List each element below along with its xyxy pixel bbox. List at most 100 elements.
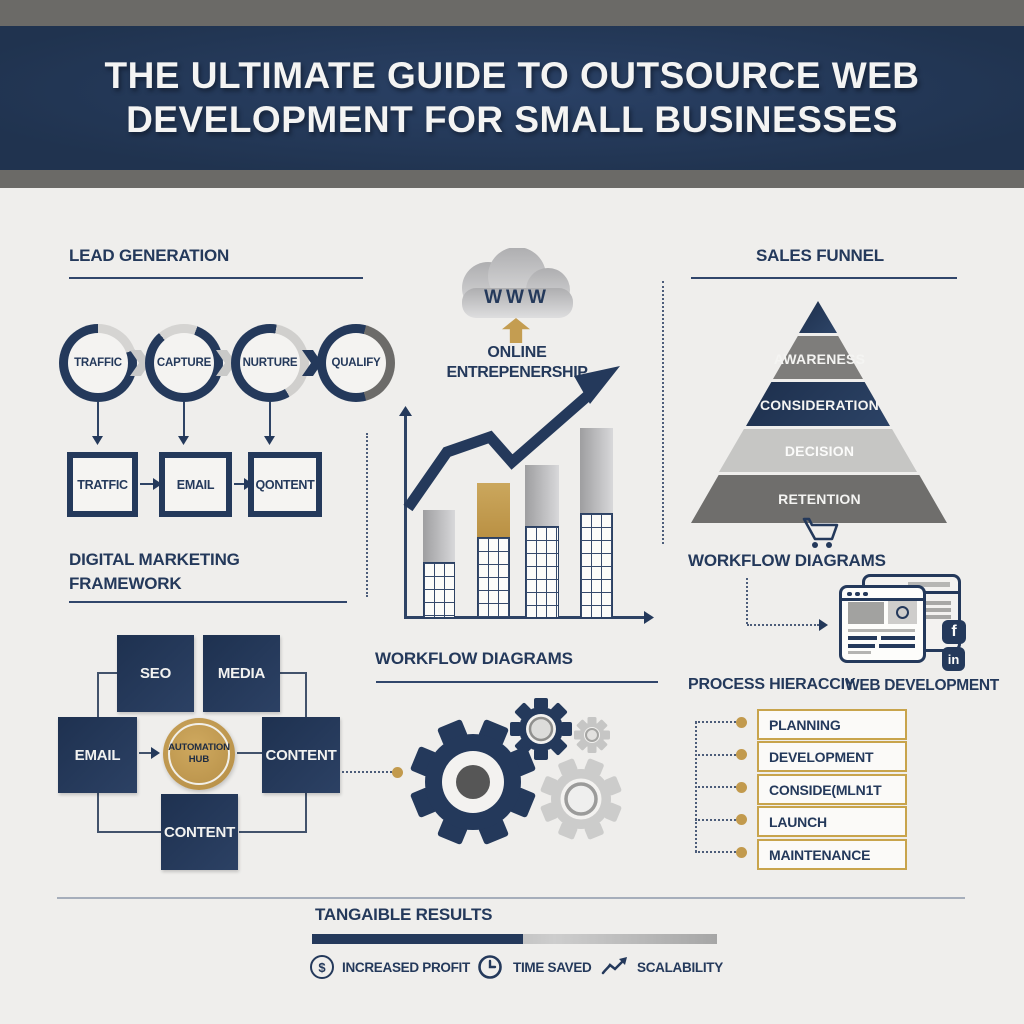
browser-titlebar-divider xyxy=(842,598,923,601)
arrow-down-icon xyxy=(92,436,103,445)
results-progress-track xyxy=(312,934,717,944)
lead-step-ring-qualify: QUALIFY xyxy=(317,324,395,402)
online-label-line1: ONLINE xyxy=(487,344,547,361)
bar-grid-3 xyxy=(525,526,559,618)
gold-dot xyxy=(736,814,747,825)
axis-arrow-right-icon xyxy=(644,611,654,624)
page-title-line1: THE ULTIMATE GUIDE TO OUTSOURCE WEB xyxy=(104,54,920,96)
www-cloud-icon xyxy=(462,248,573,318)
lead-step-label: QUALIFY xyxy=(331,357,381,369)
hierarchy-box-planning: PLANNING xyxy=(757,709,907,740)
dmf-node-label: CONTENT xyxy=(265,746,337,764)
connector-line xyxy=(239,831,307,833)
divider-center-right xyxy=(662,281,664,544)
browser-logo-circle xyxy=(896,606,909,619)
arrow-right-icon xyxy=(153,478,162,490)
hierarchy-label: PLANNING xyxy=(769,716,841,733)
arrow-right-icon xyxy=(151,747,160,759)
funnel-label: CONSIDERATION xyxy=(759,397,879,413)
web-development-caption: WEB DEVELOPMENT xyxy=(845,677,999,694)
lead-step-label: CAPTURE xyxy=(156,357,212,369)
connector-line xyxy=(183,402,185,436)
gold-dot xyxy=(736,749,747,760)
clock-icon xyxy=(478,955,502,979)
browser-dot xyxy=(863,591,868,596)
dmf-node-email: EMAIL xyxy=(58,717,137,793)
workflow-center-underline xyxy=(376,681,658,683)
hub-label-line1: AUTOMATION xyxy=(168,742,230,754)
result-item-label: SCALABILITY xyxy=(637,960,723,975)
gold-dot xyxy=(736,847,747,858)
funnel-layer-retention xyxy=(691,475,947,523)
browser-content-line xyxy=(848,636,877,640)
lead-step-ring-nurture: NURTURE xyxy=(231,324,309,402)
bar-grid-2 xyxy=(477,537,510,618)
connector-line xyxy=(140,483,155,485)
hierarchy-label: DEVELOPMENT xyxy=(769,748,874,765)
dmf-node-seo: SEO xyxy=(117,635,194,712)
browser-image-block xyxy=(848,602,884,624)
arrow-right-icon xyxy=(819,619,828,631)
flow-box-label: QONTENT xyxy=(255,477,315,492)
connector-line xyxy=(234,483,246,485)
dotted-connector xyxy=(746,578,748,624)
connector-line xyxy=(305,793,307,833)
browser-content-line xyxy=(879,644,915,648)
hub-ring xyxy=(168,723,230,785)
section-heading-dmf-line1: DIGITAL MARKETING xyxy=(69,550,240,569)
connector-line xyxy=(269,402,271,436)
dotted-connector xyxy=(695,819,736,821)
flow-box-label: TRATFIC xyxy=(77,477,128,492)
hierarchy-label: MAINTENANCE xyxy=(769,846,871,863)
hierarchy-label: LAUNCH xyxy=(769,813,827,830)
browser-content-line xyxy=(848,644,875,648)
header-band: THE ULTIMATE GUIDE TO OUTSOURCE WEB DEVE… xyxy=(0,26,1024,170)
connector-line xyxy=(97,402,99,436)
hierarchy-box-consideration: CONSIDE(MLN1T xyxy=(757,774,907,805)
automation-hub: AUTOMATION HUB xyxy=(163,718,235,790)
flow-box-traffic: TRATFIC xyxy=(67,452,138,517)
dmf-node-label: SEO xyxy=(139,665,172,682)
browser-content-line xyxy=(923,615,951,619)
divider-left-center xyxy=(366,433,368,597)
header-strip-bottom xyxy=(0,170,1024,188)
browser-content-line xyxy=(848,629,915,632)
dollar-circle-icon: $ xyxy=(310,955,334,979)
browser-dot xyxy=(855,591,860,596)
section-heading-sales-funnel: SALES FUNNEL xyxy=(756,246,884,265)
lead-step-label: NURTURE xyxy=(242,357,298,369)
dmf-underline xyxy=(69,601,347,603)
dotted-connector xyxy=(695,721,736,723)
gold-dot xyxy=(392,767,403,778)
funnel-label: AWARENESS xyxy=(773,351,866,367)
dotted-connector xyxy=(342,771,392,773)
flow-box-email: EMAIL xyxy=(159,452,232,517)
section-heading-workflow-right: WORKFLOW DIAGRAMS xyxy=(688,551,886,570)
funnel-layer-decision xyxy=(719,429,917,472)
hierarchy-label: CONSIDE(MLN1T xyxy=(769,781,882,798)
cloud-www-label: WWW xyxy=(484,287,550,308)
gears-icon xyxy=(410,698,622,845)
bar-top-3 xyxy=(525,465,559,526)
chart-y-axis xyxy=(404,416,407,618)
gold-up-arrow-icon xyxy=(502,318,530,343)
shopping-cart-icon xyxy=(802,517,839,548)
connector-line xyxy=(97,831,161,833)
footer-divider xyxy=(57,897,965,899)
hub-label-line2: HUB xyxy=(188,754,210,765)
facebook-icon: f xyxy=(942,620,966,644)
dotted-connector xyxy=(695,786,736,788)
lead-step-label: TRAFFIC xyxy=(74,357,122,369)
dmf-node-content-right: CONTENT xyxy=(262,717,340,793)
connector-line xyxy=(237,752,262,754)
dotted-connector xyxy=(747,624,819,626)
dmf-node-label: MEDIA xyxy=(217,665,266,682)
arrow-down-icon xyxy=(264,436,275,445)
ring-inner: CAPTURE xyxy=(154,333,214,393)
linkedin-icon: in xyxy=(942,647,965,671)
bar-grid-4 xyxy=(580,513,613,618)
ring-inner: QUALIFY xyxy=(326,333,386,393)
browser-window-front xyxy=(839,585,926,663)
lead-step-ring-traffic: TRAFFIC xyxy=(59,324,137,402)
